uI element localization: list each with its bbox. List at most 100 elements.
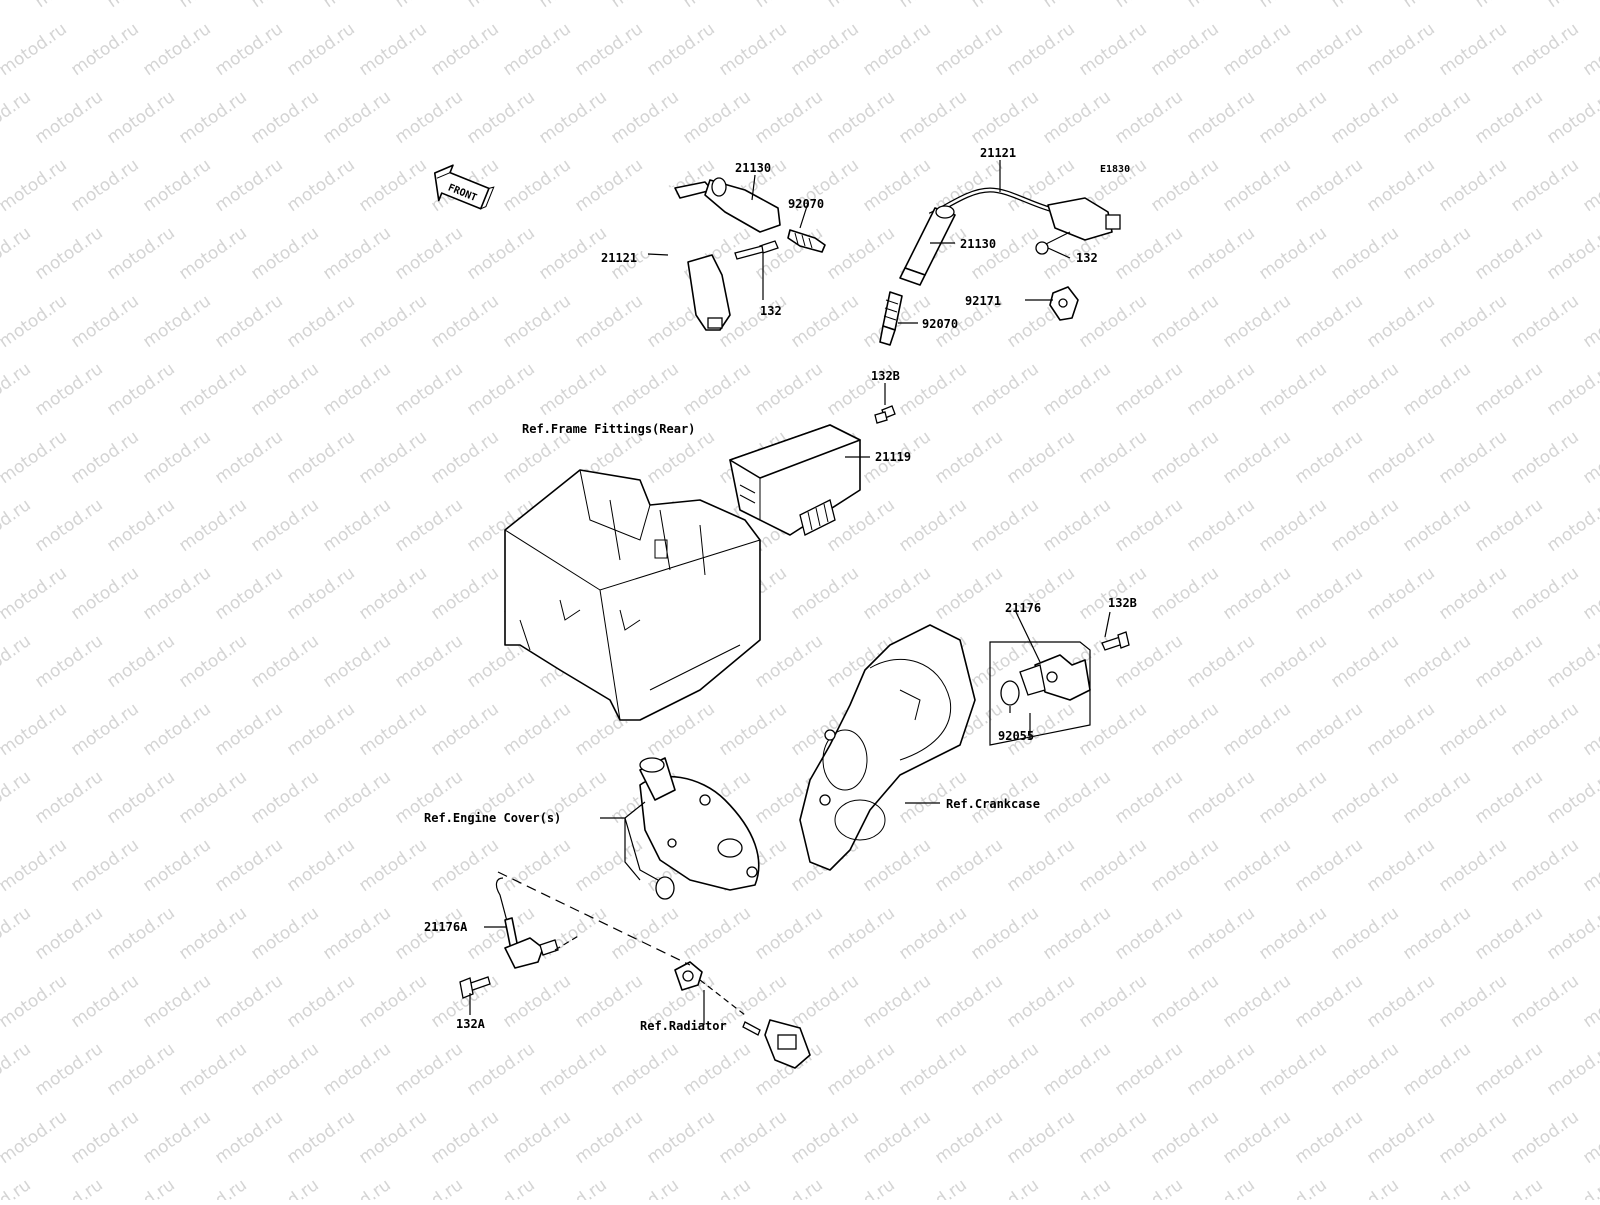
watermark-text: motod.ru xyxy=(391,1175,466,1200)
watermark-text: motod.ru xyxy=(1543,87,1600,148)
watermark-text: motod.ru xyxy=(1183,0,1258,12)
watermark-text: motod.ru xyxy=(247,1175,322,1200)
watermark-text: motod.ru xyxy=(139,155,214,216)
watermark-text: motod.ru xyxy=(355,19,430,80)
watermark-text: motod.ru xyxy=(1579,563,1600,624)
watermark-text: motod.ru xyxy=(247,87,322,148)
watermark-text: motod.ru xyxy=(1471,495,1546,556)
watermark-text: motod.ru xyxy=(967,0,1042,12)
watermark-text: motod.ru xyxy=(1255,767,1330,828)
watermark-text: motod.ru xyxy=(1291,835,1366,896)
watermark-text: motod.ru xyxy=(1327,903,1402,964)
watermark-text: motod.ru xyxy=(859,19,934,80)
watermark-text: motod.ru xyxy=(247,631,322,692)
watermark-text: motod.ru xyxy=(391,1039,466,1100)
watermark-text: motod.ru xyxy=(499,1107,574,1168)
watermark-text: motod.ru xyxy=(751,631,826,692)
watermark-text: motod.ru xyxy=(31,903,106,964)
watermark-text: motod.ru xyxy=(499,427,574,488)
watermark-text: motod.ru xyxy=(139,1107,214,1168)
oring-92055-icon xyxy=(1000,680,1020,706)
watermark-text: motod.ru xyxy=(1363,291,1438,352)
watermark-text: motod.ru xyxy=(283,699,358,760)
watermark-text: motod.ru xyxy=(1255,87,1330,148)
watermark-text: motod.ru xyxy=(319,1039,394,1100)
watermark-text: motod.ru xyxy=(967,1175,1042,1200)
watermark-text: motod.ru xyxy=(103,631,178,692)
watermark-text: motod.ru xyxy=(211,155,286,216)
watermark-text: motod.ru xyxy=(967,87,1042,148)
watermark-text: motod.ru xyxy=(967,359,1042,420)
watermark-text: motod.ru xyxy=(571,971,646,1032)
watermark-text: motod.ru xyxy=(391,495,466,556)
watermark-text: motod.ru xyxy=(1183,359,1258,420)
watermark-text: motod.ru xyxy=(0,427,71,488)
watermark-text: motod.ru xyxy=(535,903,610,964)
watermark-text: motod.ru xyxy=(679,1175,754,1200)
watermark-text: motod.ru xyxy=(1075,699,1150,760)
label-21121-right: 21121 xyxy=(980,146,1016,160)
watermark-text: motod.ru xyxy=(1327,767,1402,828)
watermark-text: motod.ru xyxy=(1399,1175,1474,1200)
watermark-text: motod.ru xyxy=(67,1107,142,1168)
watermark-text: motod.ru xyxy=(427,563,502,624)
watermark-text: motod.ru xyxy=(931,835,1006,896)
watermark-text: motod.ru xyxy=(319,495,394,556)
watermark-text: motod.ru xyxy=(0,1039,35,1100)
label-ref-engine-cover: Ref.Engine Cover(s) xyxy=(424,811,561,825)
watermark-text: motod.ru xyxy=(823,223,898,284)
watermark-text: motod.ru xyxy=(1435,427,1510,488)
watermark-text: motod.ru xyxy=(319,87,394,148)
watermark-text: motod.ru xyxy=(931,1107,1006,1168)
label-ref-frame: Ref.Frame Fittings(Rear) xyxy=(522,422,695,436)
watermark-text: motod.ru xyxy=(1399,1039,1474,1100)
watermark-text: motod.ru xyxy=(1579,291,1600,352)
watermark-text: motod.ru xyxy=(1327,1039,1402,1100)
watermark-text: motod.ru xyxy=(355,291,430,352)
watermark-text: motod.ru xyxy=(175,1039,250,1100)
watermark-text: motod.ru xyxy=(1363,971,1438,1032)
watermark-text: motod.ru xyxy=(103,1039,178,1100)
watermark-text: motod.ru xyxy=(535,223,610,284)
watermark-text: motod.ru xyxy=(31,495,106,556)
watermark-text: motod.ru xyxy=(1327,495,1402,556)
watermark-text: motod.ru xyxy=(1075,563,1150,624)
engine-cover-oring-icon xyxy=(655,876,675,900)
watermark-text: motod.ru xyxy=(211,19,286,80)
watermark-text: motod.ru xyxy=(0,767,35,828)
watermark-text: motod.ru xyxy=(1435,835,1510,896)
watermark-text: motod.ru xyxy=(679,0,754,12)
watermark-text: motod.ru xyxy=(139,19,214,80)
label-132b-right: 132B xyxy=(1108,596,1137,610)
watermark-text: motod.ru xyxy=(967,1039,1042,1100)
watermark-text: motod.ru xyxy=(1507,563,1582,624)
watermark-text: motod.ru xyxy=(1075,19,1150,80)
diagram-code: E1830 xyxy=(1100,164,1130,175)
watermark-text: motod.ru xyxy=(1399,767,1474,828)
watermark-text: motod.ru xyxy=(751,0,826,12)
watermark-text: motod.ru xyxy=(1219,563,1294,624)
watermark-text: motod.ru xyxy=(1111,223,1186,284)
watermark-text: motod.ru xyxy=(463,1039,538,1100)
watermark-text: motod.ru xyxy=(1255,903,1330,964)
watermark-text: motod.ru xyxy=(427,699,502,760)
watermark-text: motod.ru xyxy=(1507,291,1582,352)
sensor-21176 xyxy=(1019,654,1091,701)
watermark-text: motod.ru xyxy=(499,699,574,760)
clamp-icon xyxy=(1049,286,1079,321)
watermark-text: motod.ru xyxy=(931,19,1006,80)
watermark-text: motod.ru xyxy=(391,223,466,284)
watermark-text: motod.ru xyxy=(1219,291,1294,352)
watermark-text: motod.ru xyxy=(1399,223,1474,284)
watermark-text: motod.ru xyxy=(1291,699,1366,760)
watermark-text: motod.ru xyxy=(823,87,898,148)
watermark-text: motod.ru xyxy=(1039,0,1114,12)
watermark-text: motod.ru xyxy=(139,699,214,760)
watermark-text: motod.ru xyxy=(1363,835,1438,896)
watermark-text: motod.ru xyxy=(139,427,214,488)
watermark-text: motod.ru xyxy=(175,0,250,12)
label-92070-right: 92070 xyxy=(922,317,958,331)
watermark-text: motod.ru xyxy=(211,291,286,352)
watermark-text: motod.ru xyxy=(823,1175,898,1200)
watermark-text: motod.ru xyxy=(1435,155,1510,216)
